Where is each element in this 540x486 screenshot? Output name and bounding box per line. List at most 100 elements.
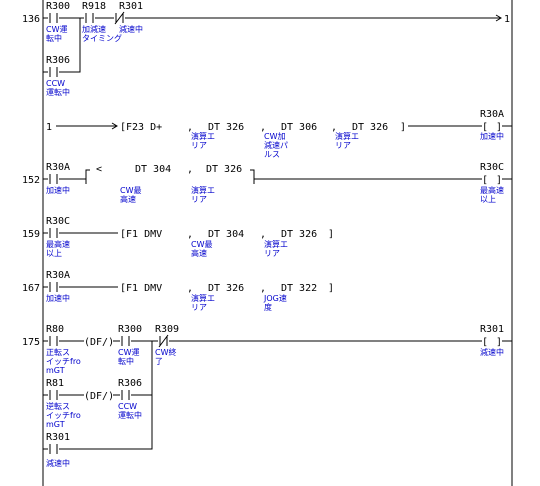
operand-1: DT 304 CW最 高速 [191,229,244,258]
operand-comment: ルス [264,150,280,159]
operand-comment: 演算エ [191,185,215,195]
coil-r30c[interactable]: [ ] R30C 最高速 以上 [480,162,512,204]
rung-136[interactable]: 136 R300 CW運 転中 R918 加減速 タイミング R301 減速中 [22,1,510,97]
rung-167[interactable]: 167 R30A 加速中 [F1 DMV , DT 326 演算エ リア , D… [22,270,334,312]
contact-comment: 逆転ス [46,401,70,411]
operand-comment: 演算エ [335,131,359,141]
df-instruction: (DF/) [84,337,114,348]
contact-r300[interactable]: R300 CW運 転中 [118,324,142,366]
contact-address: R30C [46,216,70,227]
operand-value: DT 306 [281,122,317,133]
operand-comment: リア [191,303,207,312]
contact-r309-nc[interactable]: R309 CW終 了 [155,324,179,366]
contact-r80[interactable]: R80 正転ス イッチfro mGT [46,324,81,375]
instruction-name: [F1 DMV [120,229,162,240]
operand-1: DT 326 演算エ リア [191,122,244,150]
operand-value: DT 304 [135,164,171,175]
contact-comment: CW終 [155,347,177,357]
operand-comment: CW加 [264,131,286,141]
operand-2: DT 326 演算エ リア [264,229,317,258]
operand-comment: 高速 [191,248,207,258]
coil-address: R30A [480,109,504,120]
operand-value: DT 326 [352,122,388,133]
step-number: 175 [22,337,40,348]
coil-bracket: [ [482,175,488,186]
contact-address: R80 [46,324,64,335]
contact-r306[interactable]: R306 CCW 運転中 [46,55,70,97]
contact-address: R300 [46,1,70,12]
separator: , [260,283,266,294]
contact-r301[interactable]: R301 減速中 [46,432,70,468]
operand-comment: 高速 [120,194,136,204]
contact-comment: 加速中 [46,293,70,303]
coil-bracket: [ [482,337,488,348]
contact-address: R301 [119,1,143,12]
contact-address: R306 [118,378,142,389]
operand-comment: 演算エ [191,131,215,141]
coil-r301[interactable]: [ ] R301 減速中 [480,324,512,357]
contact-r918[interactable]: R918 加減速 タイミング [82,1,122,43]
compare-operator: < [96,164,102,175]
contact-r81[interactable]: R81 逆転ス イッチfro mGT [46,378,81,429]
contact-comment: CW運 [46,25,68,34]
contact-address: R30A [46,162,70,173]
step-number: 152 [22,175,40,186]
coil-bracket: ] [496,122,502,133]
rung-continuation-f23[interactable]: 1 [F23 D+ , DT 326 演算エ リア , DT 306 CW加 減… [46,109,512,159]
contact-r301-nc[interactable]: R301 減速中 [114,1,143,34]
contact-comment: 運転中 [118,410,142,420]
contact-address: R301 [46,432,70,443]
contact-comment: 加減速 [82,24,106,34]
contact-comment: CCW [46,79,65,88]
operand-comment: リア [335,141,351,150]
rung-159[interactable]: 159 R30C 最高速 以上 [F1 DMV , DT 304 CW最 高速 … [22,216,334,258]
separator: , [331,122,337,133]
df-instruction: (DF/) [84,391,114,402]
rung-152[interactable]: 152 R30A 加速中 < DT 304 CW最 高速 , DT 326 演算… [22,162,512,204]
contact-r30a[interactable]: R30A 加速中 [46,162,70,195]
operand-comment: リア [191,195,207,204]
separator: , [187,229,193,240]
contact-comment: 転中 [118,356,134,366]
contact-address: R306 [46,55,70,66]
operand-comment: リア [264,249,280,258]
contact-address: R30A [46,270,70,281]
operand-comment: 度 [264,302,272,312]
operand-comment: JOG速 [263,294,287,303]
contact-r300[interactable]: R300 CW運 転中 [46,1,70,43]
instruction-close: ] [328,229,334,240]
coil-address: R301 [480,324,504,335]
contact-r30a[interactable]: R30A 加速中 [46,270,70,303]
step-number: 136 [22,14,40,25]
coil-comment: 最高速 [480,185,504,195]
contact-comment: 運転中 [46,87,70,97]
contact-comment: イッチfro [46,411,81,420]
operand-value: DT 322 [281,283,317,294]
coil-comment: 加速中 [480,131,504,141]
operand-1: DT 326 演算エ リア [191,283,244,312]
separator: , [187,164,193,175]
operand-comment: 演算エ [264,239,288,249]
compare-operand-1: DT 304 CW最 高速 [120,164,171,204]
contact-r306[interactable]: R306 CCW 運転中 [118,378,142,420]
operand-value: DT 326 [208,122,244,133]
operand-comment: 演算エ [191,293,215,303]
rung-175[interactable]: 175 R80 正転ス イッチfro mGT (DF/) R300 CW運 転中… [22,324,512,468]
separator: , [187,122,193,133]
operand-2: DT 322 JOG速 度 [263,283,317,312]
contact-comment: 加速中 [46,185,70,195]
compare-operand-2: DT 326 演算エ リア [191,164,242,204]
coil-r30a[interactable]: [ ] R30A 加速中 [480,109,512,141]
step-number: 167 [22,283,40,294]
contact-address: R81 [46,378,64,389]
contact-comment: mGT [46,366,65,375]
operand-value: DT 304 [208,229,244,240]
contact-comment: CCW [118,402,137,411]
instruction-close: ] [400,122,406,133]
instruction-name: [F1 DMV [120,283,162,294]
operand-3: DT 326 演算エ リア [335,122,388,150]
contact-r30c[interactable]: R30C 最高速 以上 [46,216,70,258]
coil-comment: 以上 [480,195,496,204]
contact-comment: mGT [46,420,65,429]
coil-address: R30C [480,162,504,173]
